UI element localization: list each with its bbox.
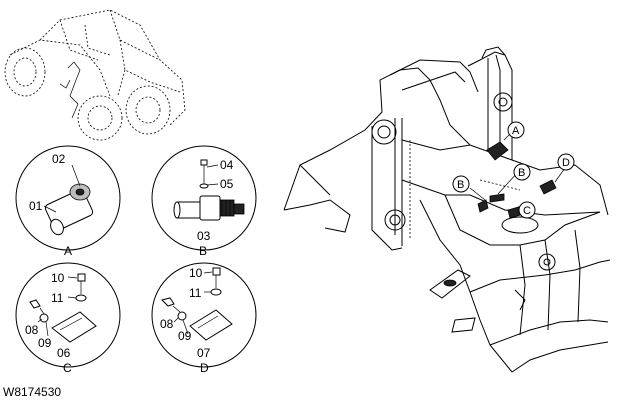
part-label-05: 05	[220, 177, 234, 191]
frame-marker-a: A	[512, 125, 520, 137]
frame-marker-d: D	[562, 157, 570, 169]
part-label-03: 03	[197, 229, 211, 243]
detail-letter-b: B	[199, 244, 207, 258]
part-label-07: 07	[197, 346, 211, 360]
detail-letter-a: A	[64, 244, 72, 258]
part-label-04: 04	[220, 158, 234, 172]
wheel-loader-overview-drawing	[4, 9, 186, 141]
frame-marker-c: C	[523, 205, 531, 217]
part-label-02: 02	[52, 152, 66, 166]
drawing-reference-code: W8174530	[3, 385, 62, 399]
frame-marker-b-left: B	[457, 179, 464, 191]
d-part-label-09: 09	[178, 329, 192, 343]
front-frame-drawing: A D B B C	[283, 46, 611, 373]
d-part-label-08: 08	[160, 317, 174, 331]
frame-marker-b-right: B	[518, 167, 525, 179]
detail-c: 10 11 08 09 06 C	[15, 262, 121, 375]
d-part-label-11: 11	[189, 286, 202, 300]
part-label-06: 06	[57, 346, 71, 360]
c-part-label-08: 08	[25, 323, 39, 337]
c-part-label-09: 09	[38, 336, 52, 350]
detail-a: 02 01 A	[15, 145, 121, 258]
part-label-01: 01	[29, 199, 43, 213]
detail-letter-d: D	[200, 361, 209, 375]
d-part-label-10: 10	[189, 266, 203, 280]
c-part-label-11: 11	[51, 291, 64, 305]
detail-d: 10 11 08 09 07 D	[151, 262, 257, 375]
detail-b: 04 05 03 B	[151, 145, 257, 258]
detail-letter-c: C	[63, 361, 72, 375]
c-part-label-10: 10	[51, 271, 65, 285]
